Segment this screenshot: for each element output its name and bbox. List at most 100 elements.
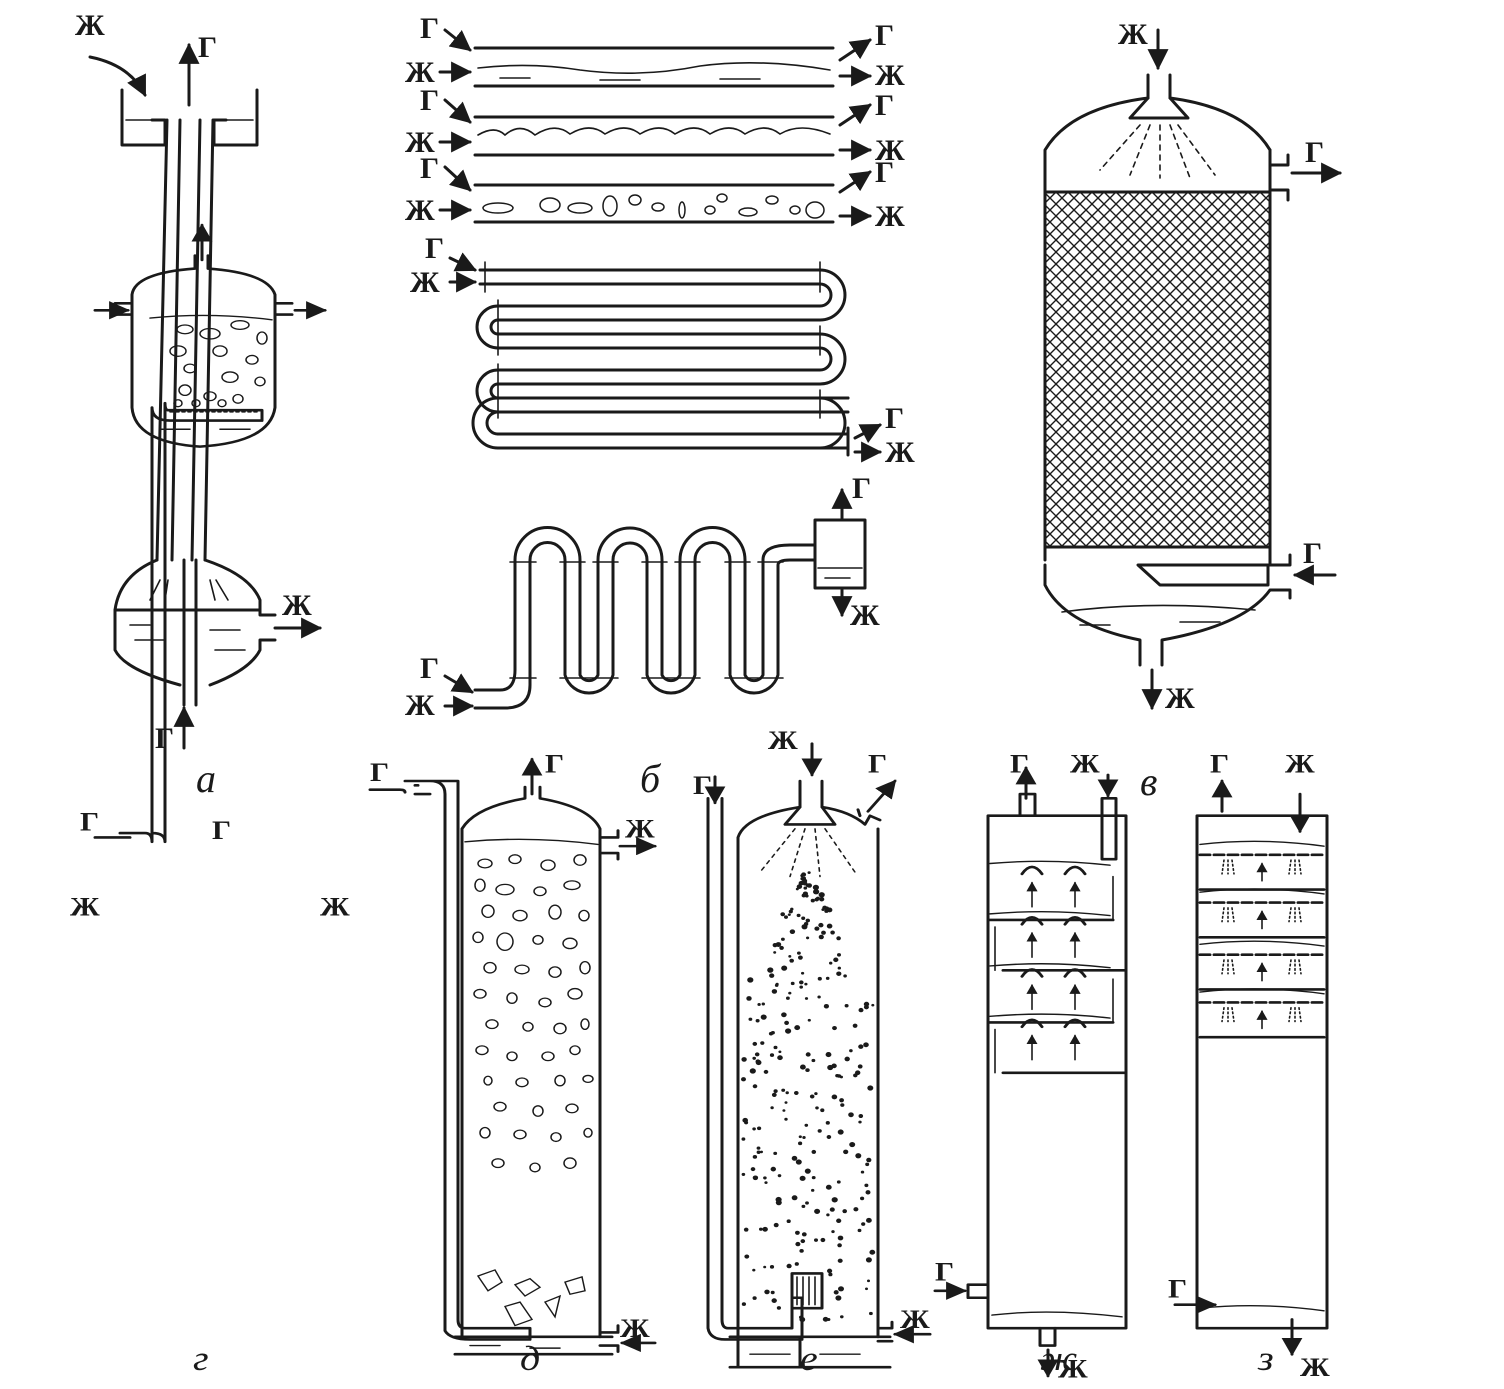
droplet bbox=[785, 1028, 792, 1034]
droplet bbox=[831, 1197, 838, 1203]
droplet bbox=[811, 1058, 816, 1063]
caption-a: а bbox=[196, 756, 216, 801]
droplet bbox=[798, 1141, 803, 1146]
droplet bbox=[763, 1069, 769, 1074]
droplet bbox=[769, 973, 775, 978]
label-liquid-e-out: Ж bbox=[900, 1306, 930, 1335]
droplet bbox=[860, 1196, 865, 1201]
droplet bbox=[858, 1007, 864, 1013]
droplet bbox=[767, 967, 774, 973]
droplet bbox=[865, 1287, 868, 1291]
droplet bbox=[748, 1017, 753, 1021]
droplet bbox=[807, 1018, 811, 1022]
droplet bbox=[791, 1155, 798, 1161]
droplet bbox=[806, 883, 813, 888]
label-gas-b5-out: Г bbox=[852, 472, 871, 505]
droplet bbox=[799, 985, 803, 989]
label-gas-b2-in: Г bbox=[420, 84, 439, 117]
droplet bbox=[803, 886, 808, 890]
droplet bbox=[826, 1134, 832, 1139]
droplet bbox=[849, 1049, 853, 1053]
droplet bbox=[836, 1218, 842, 1224]
droplet bbox=[816, 896, 820, 900]
droplet bbox=[761, 1002, 765, 1006]
droplet bbox=[752, 1296, 757, 1300]
droplet bbox=[781, 965, 788, 971]
label-liquid-z-out: Ж bbox=[1300, 1354, 1330, 1383]
droplet bbox=[762, 1226, 768, 1232]
droplet bbox=[818, 892, 825, 898]
droplet bbox=[749, 1068, 756, 1074]
droplet bbox=[819, 896, 825, 902]
droplet bbox=[832, 1025, 837, 1031]
droplet bbox=[861, 1222, 866, 1226]
label-liquid-b1-in: Ж bbox=[405, 56, 435, 89]
droplet bbox=[742, 1117, 748, 1123]
droplet bbox=[785, 1091, 789, 1095]
droplet bbox=[744, 1254, 750, 1259]
droplet bbox=[805, 1052, 811, 1057]
droplet bbox=[791, 1195, 798, 1201]
label-gas-b1-in: Г bbox=[420, 12, 439, 45]
droplet bbox=[801, 1204, 806, 1209]
droplet bbox=[788, 955, 792, 958]
droplet bbox=[773, 1089, 778, 1093]
droplet bbox=[837, 953, 841, 957]
droplet bbox=[752, 1127, 756, 1131]
droplet bbox=[741, 1137, 746, 1141]
droplet bbox=[857, 1228, 862, 1233]
droplet bbox=[786, 996, 790, 1000]
droplet bbox=[777, 1055, 783, 1061]
label-liquid-a-in: Ж bbox=[75, 9, 105, 42]
droplet bbox=[865, 1190, 871, 1195]
droplet bbox=[801, 916, 806, 920]
label-liquid-v-out: Ж bbox=[1165, 682, 1195, 715]
droplet bbox=[867, 1085, 874, 1091]
droplet bbox=[788, 991, 792, 995]
diagram-a-falling-film-tube: Ж Г Ж Г а bbox=[75, 9, 323, 801]
droplet bbox=[853, 1073, 858, 1078]
droplet bbox=[838, 1286, 844, 1292]
droplet bbox=[784, 1101, 788, 1104]
droplet bbox=[855, 1153, 862, 1159]
droplet bbox=[773, 1222, 779, 1228]
droplet bbox=[769, 1053, 775, 1057]
droplet bbox=[747, 977, 754, 983]
droplet bbox=[759, 1227, 763, 1231]
label-gas-b1-out: Г bbox=[875, 19, 894, 52]
diagram-e-spray-column: Ж Г Г Ж е bbox=[693, 727, 932, 1378]
zh-trays bbox=[986, 860, 1128, 1318]
droplet bbox=[795, 1159, 802, 1165]
droplet bbox=[843, 1149, 849, 1155]
droplet bbox=[833, 957, 839, 963]
label-gas-e-in: Г bbox=[693, 772, 712, 801]
droplet bbox=[858, 1120, 862, 1124]
droplet bbox=[794, 1262, 799, 1266]
droplet bbox=[844, 1004, 849, 1008]
droplet bbox=[809, 1094, 815, 1099]
droplet bbox=[849, 1141, 856, 1148]
droplet bbox=[843, 974, 847, 978]
droplet bbox=[865, 1257, 872, 1263]
droplet bbox=[831, 1094, 838, 1100]
droplet bbox=[811, 1175, 816, 1180]
droplet bbox=[840, 1315, 844, 1319]
droplet bbox=[795, 1241, 801, 1247]
droplet bbox=[812, 884, 820, 891]
caption-zh: ж bbox=[1040, 1340, 1077, 1378]
label-gas-b2-out: Г bbox=[875, 89, 894, 122]
label-gas-zh-out: Г bbox=[1010, 750, 1029, 779]
droplet bbox=[814, 926, 820, 931]
droplet bbox=[786, 1263, 792, 1269]
droplet bbox=[741, 1057, 747, 1062]
droplet bbox=[800, 1064, 806, 1070]
droplet bbox=[760, 1014, 767, 1020]
droplet bbox=[826, 907, 833, 913]
droplet bbox=[823, 1004, 830, 1009]
droplet bbox=[814, 1238, 818, 1242]
droplet bbox=[752, 1175, 759, 1181]
droplet bbox=[835, 1295, 842, 1301]
droplet bbox=[844, 1056, 850, 1062]
label-liquid-b3-out: Ж bbox=[875, 200, 905, 233]
droplet bbox=[746, 996, 752, 1001]
